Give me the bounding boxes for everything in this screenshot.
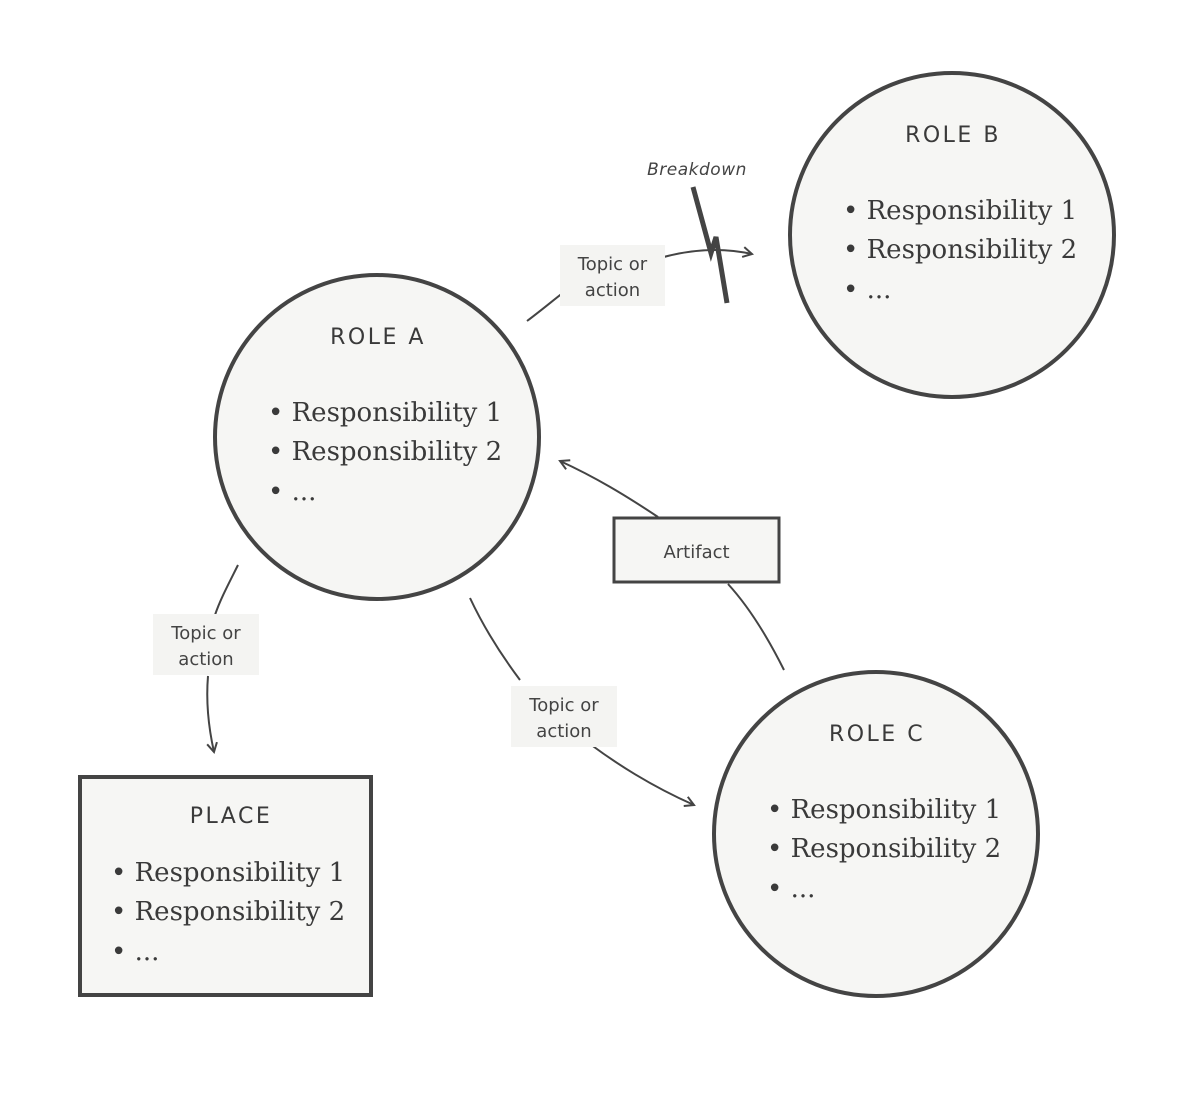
edge-label-line1: Topic or — [528, 695, 599, 716]
edge-c-to-artifact — [727, 583, 785, 671]
edge-a-to-b-arrow — [659, 250, 752, 259]
responsibility-item: • Responsibility 2 — [767, 834, 1001, 864]
artifact-box: Artifact — [612, 516, 781, 584]
responsibility-item: • Responsibility 1 — [111, 858, 345, 888]
node-role-a: ROLE A • Responsibility 1 • Responsibili… — [213, 273, 541, 601]
breakdown-icon — [690, 186, 730, 304]
edge-a-to-c-arrow — [589, 743, 694, 805]
edge-label-line2: action — [585, 280, 640, 301]
edge-artifact-to-a-arrow — [560, 461, 659, 518]
artifact-label: Artifact — [663, 542, 729, 563]
edge-a-to-c — [469, 597, 521, 681]
responsibility-item: • Responsibility 1 — [767, 795, 1001, 825]
node-title: PLACE — [190, 804, 272, 829]
responsibility-item: • ... — [268, 477, 316, 507]
edge-a-to-place — [214, 564, 239, 616]
node-title: ROLE B — [905, 123, 1001, 148]
responsibility-item: • ... — [767, 874, 815, 904]
edge-label-line2: action — [536, 721, 591, 742]
edge-label-line2: action — [178, 649, 233, 670]
edge-a-to-place-arrow — [206, 675, 214, 752]
edge-label-a-to-c: Topic or action — [511, 686, 617, 747]
responsibility-item: • Responsibility 1 — [843, 196, 1077, 226]
responsibility-item: • ... — [843, 275, 891, 305]
node-role-c: ROLE C • Responsibility 1 • Responsibili… — [712, 670, 1040, 998]
node-title: ROLE A — [330, 325, 426, 350]
responsibility-item: • ... — [111, 937, 159, 967]
responsibility-item: • Responsibility 2 — [111, 897, 345, 927]
edge-label-a-to-place: Topic or action — [153, 614, 259, 675]
edge-label-line1: Topic or — [577, 254, 648, 275]
node-role-b: ROLE B • Responsibility 1 • Responsibili… — [788, 71, 1116, 399]
responsibility-item: • Responsibility 1 — [268, 398, 502, 428]
node-title: ROLE C — [829, 722, 925, 747]
responsibility-item: • Responsibility 2 — [843, 235, 1077, 265]
edge-label-line1: Topic or — [170, 623, 241, 644]
responsibility-item: • Responsibility 2 — [268, 437, 502, 467]
node-place: PLACE • Responsibility 1 • Responsibilit… — [78, 775, 373, 997]
breakdown-label: Breakdown — [647, 160, 747, 180]
edge-label-a-to-b: Topic or action — [560, 245, 665, 306]
